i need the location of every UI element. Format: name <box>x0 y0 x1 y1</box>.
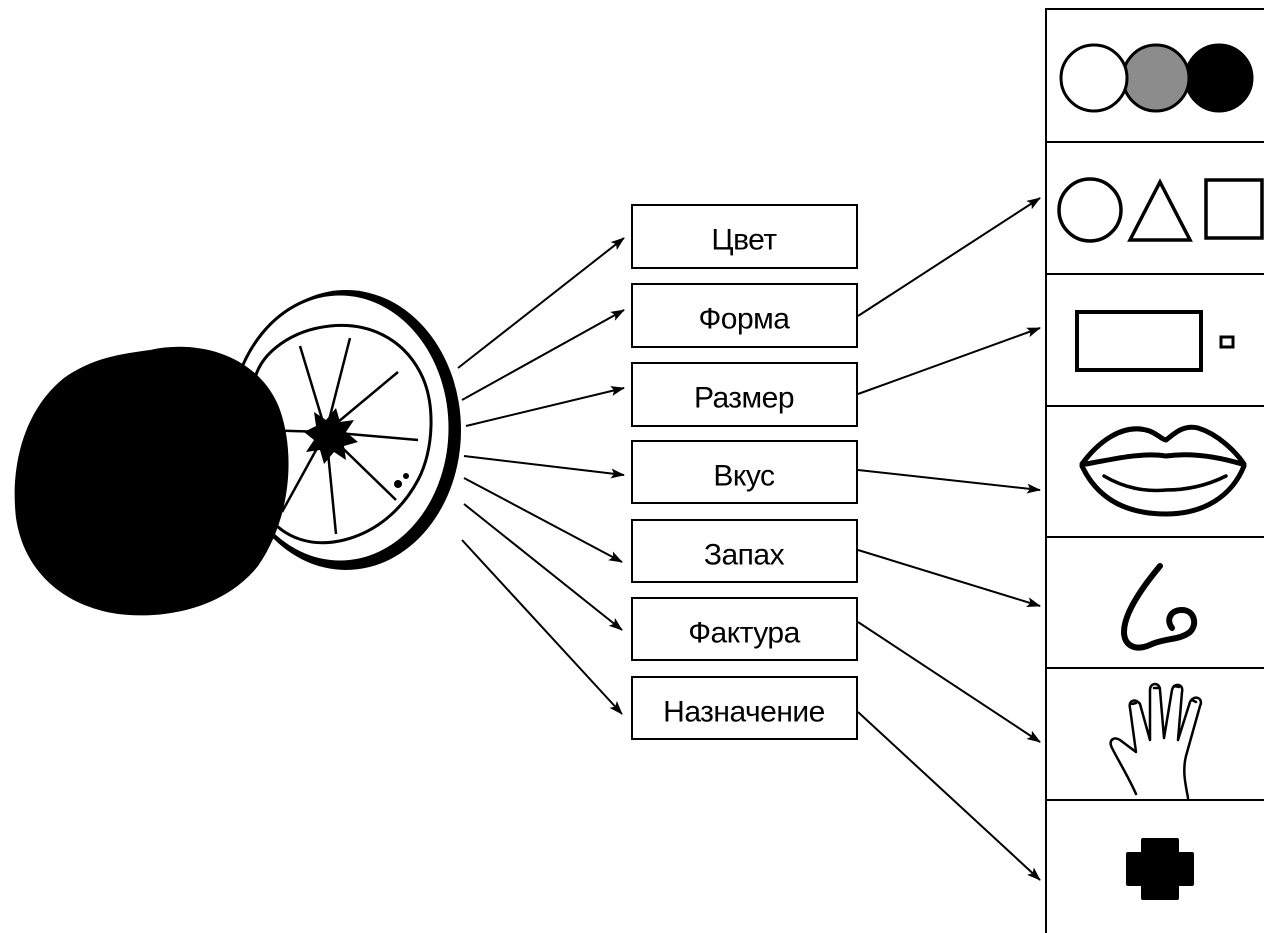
arrow-smell-to-nose <box>857 549 1041 607</box>
color-circles-icon <box>1059 43 1254 113</box>
arrow-to-shape <box>461 309 625 401</box>
property-smell: Запах <box>631 519 858 583</box>
arrow-taste-to-lips <box>857 469 1041 494</box>
property-size: Размер <box>631 362 858 427</box>
property-labels: Цвет Форма Размер Вкус Запах Фактура Наз… <box>631 204 858 740</box>
arrow-to-size <box>465 386 625 427</box>
arrow-texture-to-hand <box>857 621 1041 743</box>
arrows-labels-to-symbols <box>857 197 1041 881</box>
arrow-shape-to-shapes <box>857 197 1041 317</box>
property-shape: Форма <box>631 283 858 348</box>
property-taste: Вкус <box>631 440 858 504</box>
property-label: Назначение <box>663 696 825 729</box>
size-rectangles-icon <box>1075 310 1235 372</box>
orange-half-icon <box>14 290 461 616</box>
arrow-to-texture <box>463 503 623 631</box>
arrow-to-smell <box>463 477 623 563</box>
property-texture: Фактура <box>631 597 858 661</box>
nose-icon <box>1121 563 1198 651</box>
arrow-purpose-to-cross <box>857 711 1041 881</box>
arrow-to-purpose <box>461 539 623 715</box>
shapes-icon <box>1057 177 1264 243</box>
property-label: Запах <box>704 539 785 572</box>
property-label: Размер <box>694 382 794 415</box>
property-label: Фактура <box>688 617 800 650</box>
arrow-to-taste <box>463 455 625 479</box>
symbol-column <box>1045 8 1264 933</box>
hand-icon <box>1109 682 1203 800</box>
property-label: Вкус <box>713 460 775 493</box>
arrow-to-color <box>457 237 625 369</box>
cross-icon <box>1126 838 1194 900</box>
arrow-size-to-rects <box>857 327 1041 395</box>
property-label: Форма <box>699 303 791 336</box>
property-label: Цвет <box>711 224 777 257</box>
property-purpose: Назначение <box>631 676 858 740</box>
property-color: Цвет <box>631 204 858 269</box>
arrows-source-to-labels <box>457 237 625 715</box>
lips-icon <box>1079 424 1247 517</box>
